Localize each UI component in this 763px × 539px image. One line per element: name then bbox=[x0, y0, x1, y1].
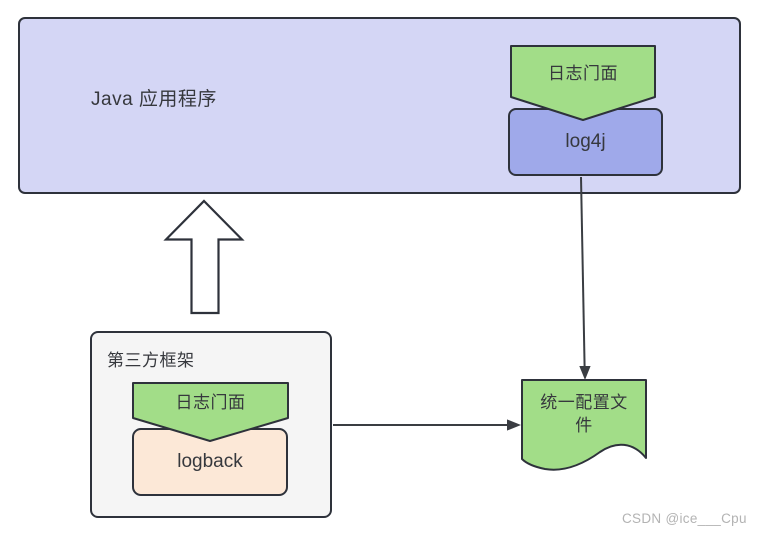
config-file-label-line2: 件 bbox=[575, 416, 593, 435]
log4j-label: log4j bbox=[565, 131, 606, 152]
facade-banner-top-label: 日志门面 bbox=[548, 63, 618, 83]
up-block-arrow-shape bbox=[163, 199, 245, 315]
logback-label: logback bbox=[177, 451, 243, 472]
config-file-document-shape bbox=[521, 379, 647, 471]
logback-box bbox=[132, 428, 288, 496]
config-file-label: 统一配置文 件 bbox=[540, 391, 628, 437]
connector-log4j-to-config bbox=[579, 176, 591, 380]
facade-banner-top-shape bbox=[510, 45, 656, 121]
config-file-label-line1: 统一配置文 bbox=[540, 393, 628, 412]
connector-framework-to-config bbox=[333, 419, 521, 431]
third-party-framework-label: 第三方框架 bbox=[107, 351, 195, 370]
java-application-label: Java 应用程序 bbox=[91, 89, 217, 110]
facade-banner-bottom-label: 日志门面 bbox=[175, 393, 246, 412]
watermark-text: CSDN @ice___Cpu bbox=[622, 511, 747, 526]
facade-banner-bottom-shape bbox=[132, 382, 289, 442]
